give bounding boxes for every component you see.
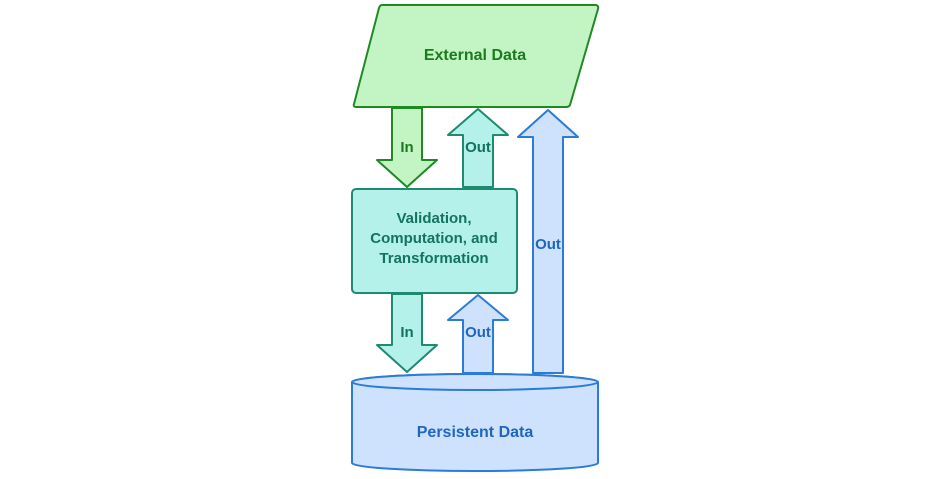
arrow-label-in: In: [400, 139, 413, 156]
arrow-up-tall-shape: [517, 109, 579, 374]
external-data-label: External Data: [424, 47, 526, 64]
arrow-label-out: Out: [465, 324, 491, 341]
arrow-down-shape: [376, 107, 438, 188]
database-cylinder-top: [351, 373, 599, 391]
arrow-persistent-to-process-out: Out: [447, 294, 509, 374]
arrow-process-to-persistent-in: In: [376, 293, 438, 373]
arrow-label-out: Out: [535, 236, 561, 253]
arrow-process-to-external-out: Out: [447, 108, 509, 188]
process-label-line-3: Transformation: [379, 250, 488, 267]
arrow-external-to-process-in: In: [376, 107, 438, 188]
arrow-down-shape: [376, 293, 438, 373]
external-data-node: External Data: [352, 4, 600, 108]
arrow-label-in: In: [400, 324, 413, 341]
arrow-label-out: Out: [465, 139, 491, 156]
external-data-shape: [352, 4, 600, 108]
persistent-data-node: Persistent Data: [351, 373, 599, 472]
process-node: Validation, Computation, and Transformat…: [351, 188, 518, 294]
arrow-up-shape: [447, 108, 509, 188]
process-label-line-1: Validation,: [396, 210, 471, 227]
arrow-up-shape: [447, 294, 509, 374]
arrow-persistent-to-external-out: Out: [517, 109, 579, 374]
persistent-data-label: Persistent Data: [417, 424, 534, 441]
process-box: [351, 188, 518, 294]
process-label-line-2: Computation, and: [370, 230, 498, 247]
